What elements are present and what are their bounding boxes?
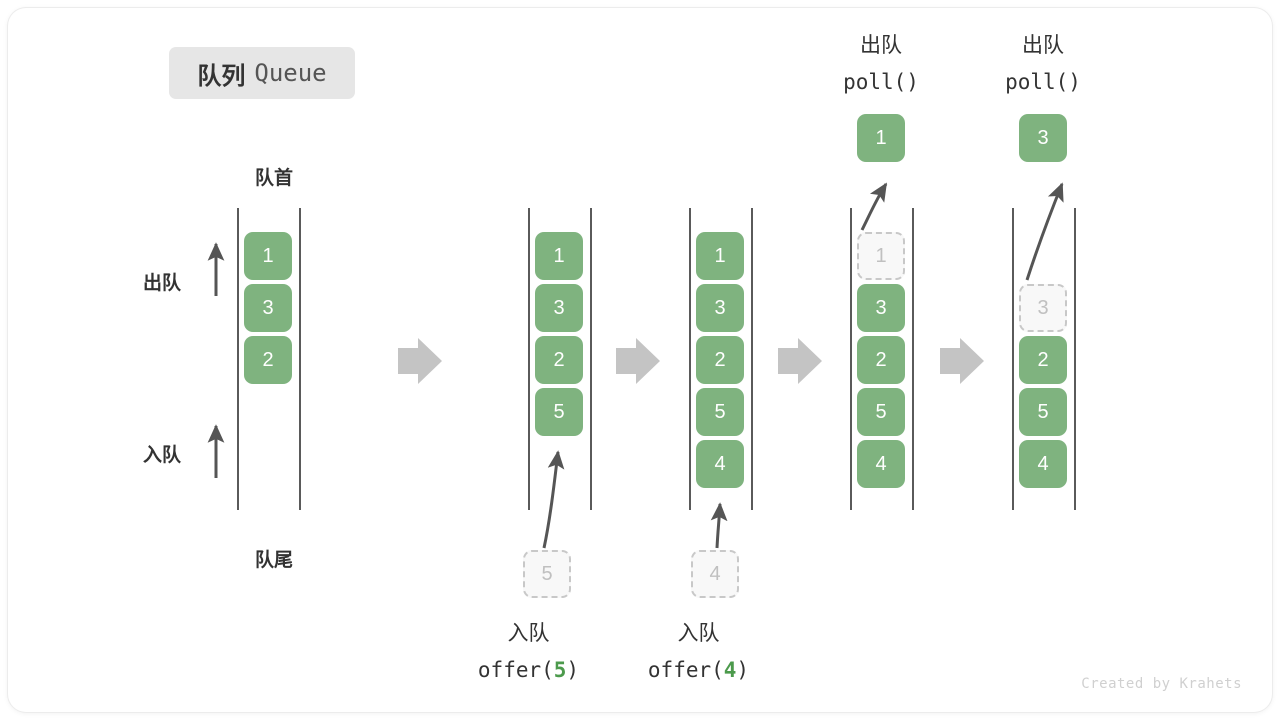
enqueue-direction-label: 入队 [143, 445, 182, 466]
queue-element: 5 [857, 388, 905, 436]
queue-element: 4 [1019, 440, 1067, 488]
operation-name: 出队 [860, 34, 902, 57]
queue-rail-left [237, 208, 239, 510]
outgoing-element-ghost: 1 [857, 232, 905, 280]
operation-code: offer(5) [477, 658, 580, 682]
queue-element: 3 [244, 284, 292, 332]
arrows-layer [207, 182, 1064, 549]
operation-name: 入队 [507, 622, 550, 645]
incoming-element-ghost: 5 [523, 550, 571, 598]
step-arrow-icon [398, 338, 442, 384]
polled-result-element: 1 [857, 114, 905, 162]
outgoing-element-ghost: 3 [1019, 284, 1067, 332]
queue-element: 2 [244, 336, 292, 384]
title-badge: 队列 Queue [169, 47, 355, 99]
step-arrow-icon [778, 338, 822, 384]
queue-front-label: 队首 [254, 168, 293, 189]
queue-element-new: 5 [535, 388, 583, 436]
dequeue-arrow-poll-1 [860, 182, 888, 231]
queue-element: 4 [857, 440, 905, 488]
operation-code: poll() [1005, 70, 1081, 94]
diagram-card: 队列 Queue 队首 队尾 出队 入队 入队 offer(5) 入队 offe… [8, 8, 1272, 712]
step-arrow-icon [940, 338, 984, 384]
operation-label-offer-4: 入队 offer(4) [606, 616, 791, 688]
queue-element: 2 [1019, 336, 1067, 384]
queue-element: 5 [696, 388, 744, 436]
enqueue-arrow-offer-4 [710, 502, 728, 549]
queue-element: 3 [857, 284, 905, 332]
queue-element: 5 [1019, 388, 1067, 436]
queue-element: 3 [696, 284, 744, 332]
operation-code: offer(4) [647, 658, 750, 682]
queue-element: 2 [535, 336, 583, 384]
queue-element: 2 [857, 336, 905, 384]
queue-element: 3 [535, 284, 583, 332]
queue-element: 2 [696, 336, 744, 384]
step-arrow-icon [616, 338, 660, 384]
operation-label-poll-1: 出队 poll() [791, 28, 971, 100]
queue-element-new: 4 [696, 440, 744, 488]
credit-text: Created by Krahets [1081, 676, 1242, 692]
queue-rear-label: 队尾 [254, 550, 293, 571]
queue-rail-left [850, 208, 852, 510]
operation-code: poll() [843, 70, 919, 94]
queue-element: 1 [696, 232, 744, 280]
queue-rail-right [590, 208, 592, 510]
queue-element: 1 [535, 232, 583, 280]
queue-rail-right [751, 208, 753, 510]
queue-element: 1 [244, 232, 292, 280]
operation-name: 入队 [677, 622, 720, 645]
dequeue-direction-label: 出队 [143, 273, 182, 294]
queue-rail-right [299, 208, 301, 510]
queue-rail-left [689, 208, 691, 510]
operation-name: 出队 [1022, 34, 1064, 57]
operation-label-poll-3: 出队 poll() [953, 28, 1133, 100]
title-chinese: 队列 [197, 62, 246, 90]
queue-rail-left [528, 208, 530, 510]
operation-label-offer-5: 入队 offer(5) [436, 616, 621, 688]
enqueue-arrow-offer-5 [542, 450, 565, 549]
queue-rail-right [912, 208, 914, 510]
queue-rail-left [1012, 208, 1014, 510]
queue-rail-right [1074, 208, 1076, 510]
dequeue-arrow-poll-3 [1025, 182, 1064, 281]
title-english: Queue [254, 59, 327, 87]
incoming-element-ghost: 4 [691, 550, 739, 598]
polled-result-element: 3 [1019, 114, 1067, 162]
